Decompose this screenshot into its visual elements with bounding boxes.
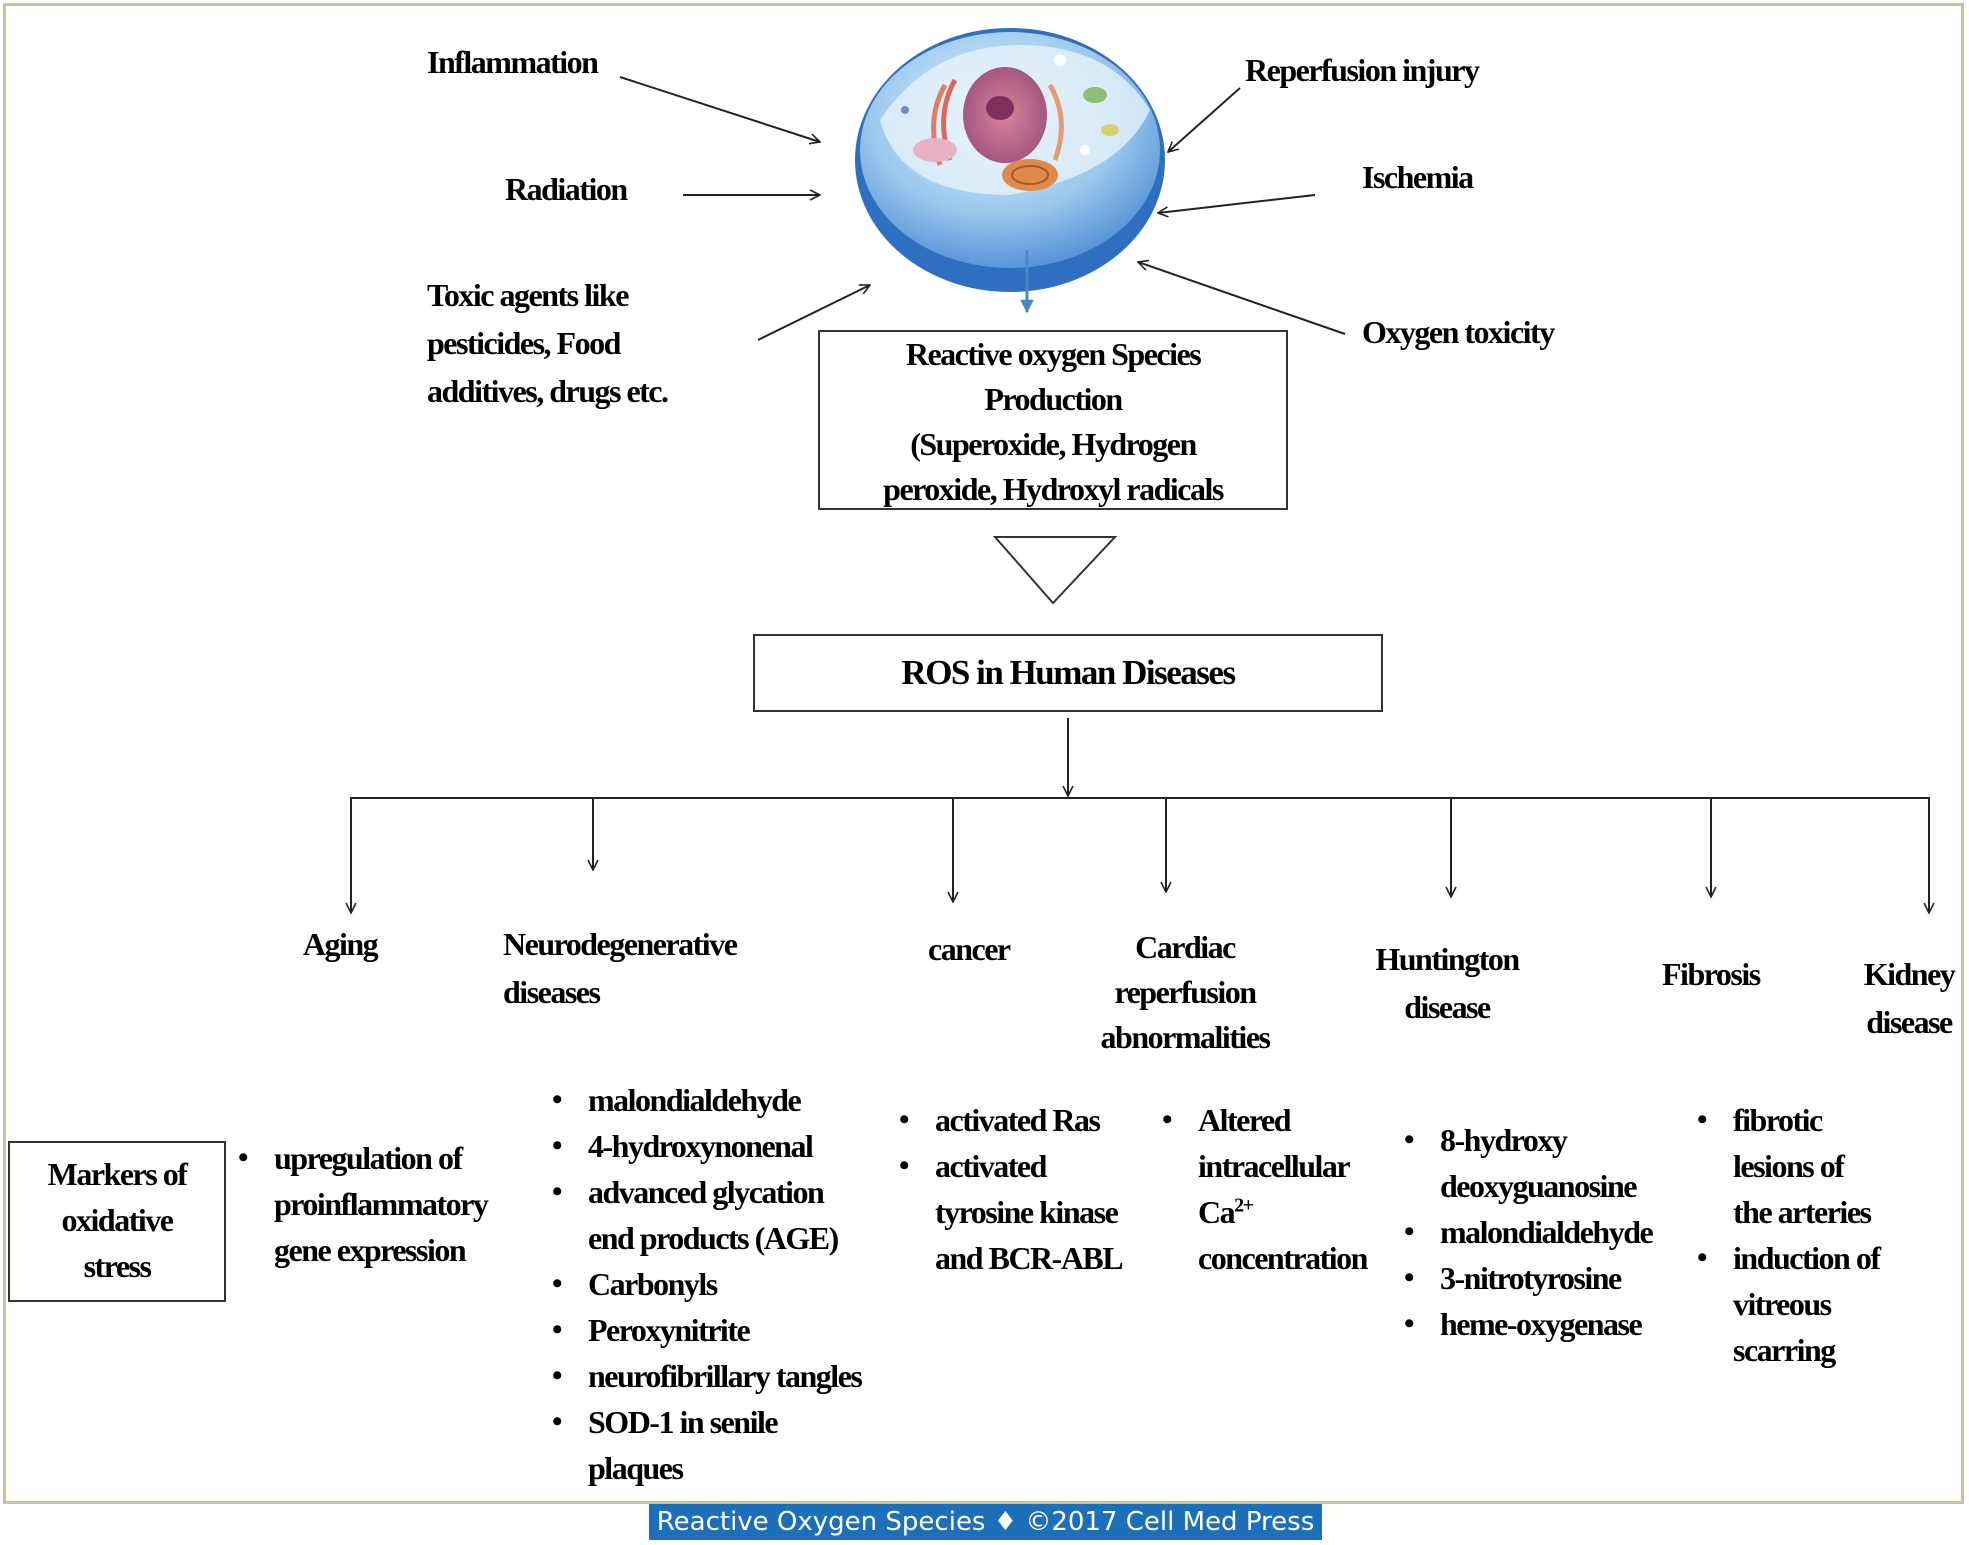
marker-aging-line-2: proinflammatory [274,1186,489,1222]
cause-toxic-line-3: additives, drugs etc. [427,373,669,409]
arrow-reperfusion [1168,87,1241,152]
cause-inflammation: Inflammation [427,44,599,80]
ros-production-line-1: Reactive oxygen Species [905,336,1202,372]
disease-cancer-label: cancer [928,931,1011,967]
marker-neuro-sod-line-1: SOD-1 in senile [588,1404,779,1440]
cause-toxic-agents: Toxic agents like pesticides, Food addit… [427,271,669,415]
ros-diseases-box: ROS in Human Diseases [753,634,1383,712]
disease-neuro-line-2: diseases [503,974,601,1010]
cause-toxic-line-2: pesticides, Food [427,325,621,361]
marker-neuro-age-line-2: end products (AGE) [588,1220,839,1256]
disease-huntington-line-1: Huntington [1375,941,1520,977]
disease-neurodegenerative: Neurodegenerative diseases [503,920,738,1016]
markers-label-box: Markers of oxidative stress [8,1141,226,1302]
disease-cardiac-line-2: reperfusion [1114,974,1257,1010]
disease-fibrosis: Fibrosis [1662,950,1761,998]
disease-fibrosis-label: Fibrosis [1662,956,1761,992]
marker-huntington-line-2: deoxyguanosine [1440,1168,1637,1204]
marker-cardiac-line-4: concentration [1198,1240,1368,1276]
block-arrow [992,536,1118,605]
cause-ischemia: Ischemia [1362,159,1474,195]
marker-neuro-item: Carbonyls [548,1261,861,1307]
marker-fibrosis-line-1: fibrotic [1733,1102,1823,1138]
calcium-charge: 2+ [1234,1194,1254,1217]
marker-aging-line-1: upregulation of [274,1140,463,1176]
markers-cancer-list: activated Ras activated tyrosine kinase … [895,1097,1124,1281]
marker-neuro-item: advanced glycation end products (AGE) [548,1169,861,1261]
figure-frame [3,3,1964,1504]
marker-cancer-item: activated Ras [895,1097,1122,1143]
markers-label-line-3: stress [83,1248,152,1284]
disease-huntington-line-2: disease [1404,989,1491,1025]
marker-neuro-item: SOD-1 in senile plaques [548,1399,861,1491]
marker-fibrosis-line-6: scarring [1733,1332,1836,1368]
ros-production-box: Reactive oxygen Species Production (Supe… [818,330,1288,510]
marker-huntington-line-1: 8-hydroxy [1440,1122,1568,1158]
disease-cancer: cancer [928,925,1011,973]
marker-cardiac-line-2: intracellular [1198,1148,1351,1184]
markers-fibrosis-list: fibrotic lesions of the arteries inducti… [1693,1097,1881,1373]
disease-neuro-line-1: Neurodegenerative [503,926,738,962]
arrow-oxygen-toxicity [1138,262,1346,335]
marker-neuro-age-line-1: advanced glycation [588,1174,825,1210]
footer-credit: Reactive Oxygen Species ♦ ©2017 Cell Med… [649,1504,1322,1540]
marker-huntington-item: heme-oxygenase [1400,1301,1652,1347]
marker-cancer-line-1: activated [935,1148,1047,1184]
marker-cardiac-item: Altered intracellular Ca2+ concentration [1158,1097,1368,1281]
cause-reperfusion-injury: Reperfusion injury [1245,52,1480,88]
markers-cardiac-list: Altered intracellular Ca2+ concentration [1158,1097,1368,1281]
cause-radiation: Radiation [505,171,628,207]
marker-neuro-item: 4-hydroxynonenal [548,1123,861,1169]
disease-aging-label: Aging [302,926,379,962]
marker-fibrosis-line-3: the arteries [1733,1194,1872,1230]
marker-cardiac-line-1: Altered [1198,1102,1291,1138]
cell-illustration [855,28,1165,292]
arrow-ischemia [1158,194,1316,213]
markers-label-line-1: Markers of [47,1156,188,1192]
marker-fibrosis-line-5: vitreous [1733,1286,1832,1322]
ros-production-line-4: peroxide, Hydroxyl radicals [883,471,1224,507]
disease-cardiac-line-1: Cardiac [1135,929,1236,965]
marker-fibrosis-item: fibrotic lesions of the arteries [1693,1097,1879,1235]
calcium-symbol: Ca [1198,1194,1236,1230]
ros-production-line-3: (Superoxide, Hydrogen [910,426,1197,462]
markers-huntington-list: 8-hydroxy deoxyguanosine malondialdehyde… [1400,1117,1654,1347]
disease-kidney: Kidney disease [1850,950,1968,1046]
marker-cancer-line-3: and BCR-ABL [935,1240,1124,1276]
marker-huntington-item: 8-hydroxy deoxyguanosine [1400,1117,1652,1209]
disease-cardiac-line-3: abnormalities [1100,1019,1271,1055]
markers-label-line-2: oxidative [61,1202,174,1238]
marker-cardiac-line-3: Ca2+ [1198,1189,1367,1235]
marker-neuro-sod-line-2: plaques [588,1450,684,1486]
marker-neuro-item: malondialdehyde [548,1077,861,1123]
disease-aging: Aging [270,920,410,968]
arrow-inflammation [619,76,820,142]
arrow-toxic [757,284,870,341]
marker-fibrosis-line-4: induction of [1733,1240,1881,1276]
ros-production-line-2: Production [984,381,1123,417]
markers-neuro-list: malondialdehyde 4-hydroxynonenal advance… [548,1077,863,1491]
marker-aging-line-3: gene expression [274,1232,467,1268]
disease-kidney-line-1: Kidney [1863,956,1956,992]
marker-cancer-item: activated tyrosine kinase and BCR-ABL [895,1143,1124,1281]
disease-cardiac-reperfusion: Cardiac reperfusion abnormalities [1070,925,1300,1060]
marker-fibrosis-item: induction of vitreous scarring [1693,1235,1881,1373]
marker-huntington-item: 3-nitrotyrosine [1400,1255,1652,1301]
marker-aging-item: upregulation of proinflammatory gene exp… [234,1135,489,1273]
cause-toxic-line-1: Toxic agents like [427,277,629,313]
marker-neuro-item: Peroxynitrite [548,1307,861,1353]
marker-cancer-line-2: tyrosine kinase [935,1194,1119,1230]
markers-aging-list: upregulation of proinflammatory gene exp… [234,1135,489,1273]
marker-huntington-item: malondialdehyde [1400,1209,1654,1255]
disease-huntington: Huntington disease [1352,935,1542,1031]
marker-neuro-item: neurofibrillary tangles [548,1353,863,1399]
cause-oxygen-toxicity: Oxygen toxicity [1362,314,1555,350]
marker-fibrosis-line-2: lesions of [1733,1148,1845,1184]
disease-kidney-line-2: disease [1866,1004,1953,1040]
